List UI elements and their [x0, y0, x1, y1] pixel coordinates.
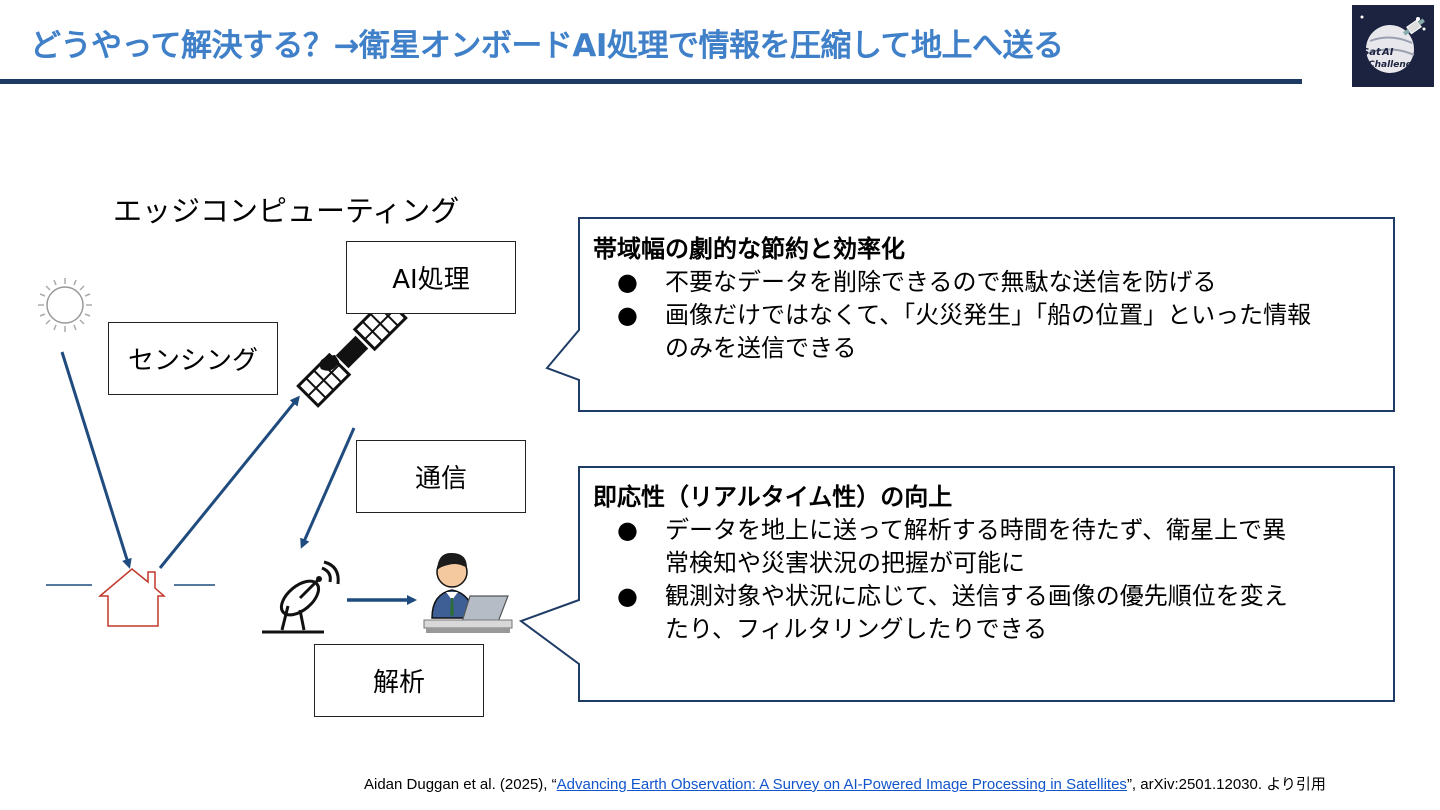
title-divider — [0, 79, 1302, 84]
label-communication-text: 通信 — [414, 464, 467, 494]
bullet-item: ● 不要なデータを削除できるので無駄な送信を防げる — [593, 266, 1383, 299]
bullet-text: 常検知や災害状況の把握が可能に — [665, 549, 1025, 577]
callout-realtime-text: 即応性（リアルタイム性）の向上 ● データを地上に送って解析する時間を待たず、衛… — [593, 481, 1383, 646]
citation-link[interactable]: Advancing Earth Observation: A Survey on… — [556, 776, 1127, 793]
svg-text:Challenge: Challenge — [1368, 60, 1418, 70]
callout-box-bandwidth — [545, 217, 1395, 412]
bullet-item: ● データを地上に送って解析する時間を待たず、衛星上で異 常検知や災害状況の把握… — [593, 514, 1383, 580]
bullet-dot: ● — [617, 268, 638, 296]
svg-text:AI: AI — [1381, 47, 1394, 58]
flow-arrows — [60, 351, 417, 605]
label-communication: 通信 — [356, 440, 526, 513]
bullet-text: 観測対象や状況に応じて、送信する画像の優先順位を変え — [665, 582, 1288, 610]
house-icon — [46, 568, 215, 627]
logo-badge: Sat AI Challenge — [1352, 5, 1434, 87]
bullet-dot: ● — [617, 301, 638, 329]
bullet-item: ● 画像だけではなくて、「火災発生」「船の位置」といった情報 のみを送信できる — [593, 299, 1383, 365]
bullet-text: 画像だけではなくて、「火災発生」「船の位置」といった情報 — [665, 301, 1312, 329]
citation-suffix: ”, arXiv:2501.12030. より引用 — [1126, 776, 1326, 793]
label-ai-processing: AI処理 — [346, 241, 516, 314]
label-sensing: センシング — [108, 322, 278, 395]
bullet-text: データを地上に送って解析する時間を待たず、衛星上で異 — [665, 516, 1287, 544]
label-sensing-text: センシング — [127, 346, 258, 376]
label-analysis: 解析 — [314, 644, 484, 717]
sun-icon — [38, 278, 92, 332]
callout-box-realtime — [518, 466, 1395, 702]
citation-prefix: Aidan Duggan et al. (2025), “ — [364, 776, 557, 793]
bullet-text: 不要なデータを削除できるので無駄な送信を防げる — [665, 268, 1217, 296]
arrow-sun-to-house — [60, 351, 132, 569]
callout-heading: 帯域幅の劇的な節約と効率化 — [593, 235, 905, 263]
bullet-text: たり、フィルタリングしたりできる — [665, 615, 1048, 643]
label-analysis-text: 解析 — [372, 668, 425, 698]
bullet-text: のみを送信できる — [665, 334, 857, 362]
person-at-laptop-icon — [423, 552, 513, 633]
callout-heading: 即応性（リアルタイム性）の向上 — [593, 483, 953, 511]
antenna-icon — [262, 560, 340, 634]
bullet-dot: ● — [617, 582, 638, 610]
page-title: どうやって解決する？→衛星オンボードAI処理で情報を圧縮して地上へ送る — [30, 28, 1064, 64]
svg-text:Sat: Sat — [1362, 47, 1382, 58]
citation: Aidan Duggan et al. (2025), “Advancing E… — [364, 773, 1326, 794]
arrow-house-to-satellite — [158, 395, 300, 569]
section-label-edge-computing: エッジコンピューティング — [113, 194, 460, 228]
callout-bandwidth-text: 帯域幅の劇的な節約と効率化 ● 不要なデータを削除できるので無駄な送信を防げる … — [593, 233, 1383, 365]
label-ai-processing-text: AI処理 — [392, 265, 470, 295]
bullet-dot: ● — [617, 516, 638, 544]
bullet-item: ● 観測対象や状況に応じて、送信する画像の優先順位を変え たり、フィルタリングし… — [593, 580, 1383, 646]
arrow-satellite-to-antenna — [300, 427, 356, 549]
